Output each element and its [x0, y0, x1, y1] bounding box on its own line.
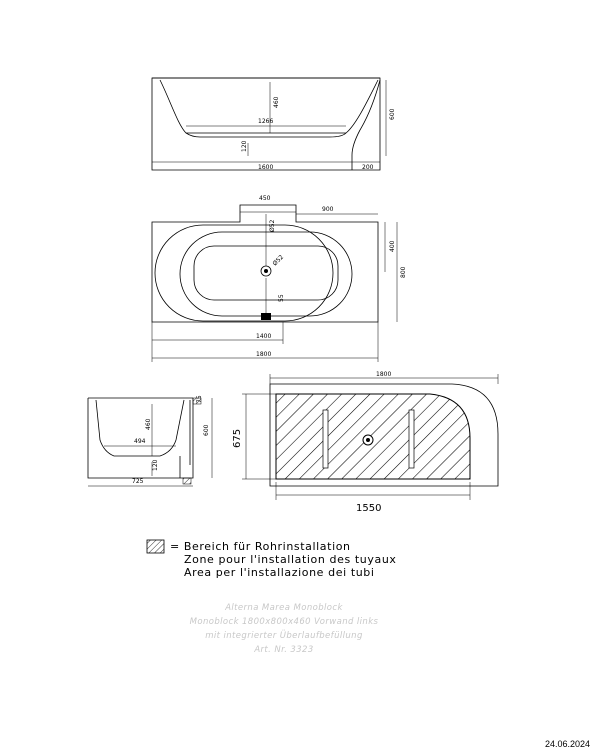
- end-dim-inner-width: 494: [134, 438, 146, 445]
- legend-line-fr: Zone pour l'installation des tuyaux: [184, 553, 397, 566]
- product-art-number: Art. Nr. 3323: [253, 645, 313, 655]
- top-view: 450 900 Ø52 Ø52 400 800 55 1400 1800: [151, 195, 407, 362]
- product-feature: mit integrierter Überlaufbefüllung: [205, 630, 363, 641]
- install-area-hatched: [275, 393, 471, 480]
- side-inner-shell: [159, 79, 379, 134]
- end-outline: [87, 398, 194, 479]
- legend-line-it: Area per l'installazione dei tubi: [184, 566, 375, 579]
- legend-line-de: = Bereich für Rohrinstallation: [170, 540, 351, 553]
- top-dim-drain-dia: Ø52: [271, 254, 285, 268]
- top-dim-depth-part: 400: [389, 240, 396, 252]
- end-dim-corner: 75: [196, 395, 203, 403]
- install-outline: [269, 383, 499, 487]
- foot-rail-left: [322, 409, 329, 469]
- product-name: Alterna Marea Monoblock: [224, 603, 343, 613]
- end-dim-height-inner: 460: [145, 418, 152, 430]
- hatch-legend-icon: [146, 539, 165, 554]
- top-dim-length: 1800: [256, 351, 271, 358]
- overflow-icon: [261, 313, 271, 320]
- end-dim-height-total: 600: [203, 424, 210, 436]
- top-outline: [151, 204, 379, 323]
- side-dim-drain: 120: [241, 140, 248, 152]
- end-view: 460 600 494 120 725 75: [87, 395, 213, 487]
- date-stamp: 24.06.2024: [545, 739, 590, 749]
- end-dim-drain: 120: [152, 459, 159, 471]
- side-dim-length: 1600: [258, 164, 273, 171]
- top-dim-inner-length: 1400: [256, 333, 271, 340]
- install-view: 1800 675 1550: [232, 371, 499, 514]
- side-view: 460 600 1266 120 1600 200: [151, 77, 396, 171]
- top-dim-depth: 800: [400, 266, 407, 278]
- product-desc: Monoblock 1800x800x460 Vorwand links: [190, 617, 379, 627]
- top-dim-drain-to-edge: 55: [278, 294, 285, 302]
- top-dim-width-part: 900: [322, 206, 334, 213]
- top-dim-overflow: Ø52: [269, 219, 276, 232]
- install-dim-length: 1800: [376, 371, 391, 378]
- foot-rail-right: [408, 409, 415, 469]
- install-dim-inst-length: 1550: [356, 503, 381, 514]
- side-dim-height-total: 600: [389, 108, 396, 120]
- side-dim-overhang: 200: [362, 164, 374, 171]
- install-dim-depth: 675: [232, 429, 243, 448]
- end-inner-shell: [95, 399, 185, 457]
- product-info: Alterna Marea Monoblock Monoblock 1800x8…: [190, 603, 379, 655]
- legend: = Bereich für Rohrinstallation Zone pour…: [146, 539, 397, 579]
- end-dim-width: 725: [132, 478, 144, 485]
- side-dim-height-inner: 460: [273, 96, 280, 108]
- top-dim-offset: 450: [259, 195, 271, 202]
- side-dim-inner-length: 1266: [258, 118, 273, 125]
